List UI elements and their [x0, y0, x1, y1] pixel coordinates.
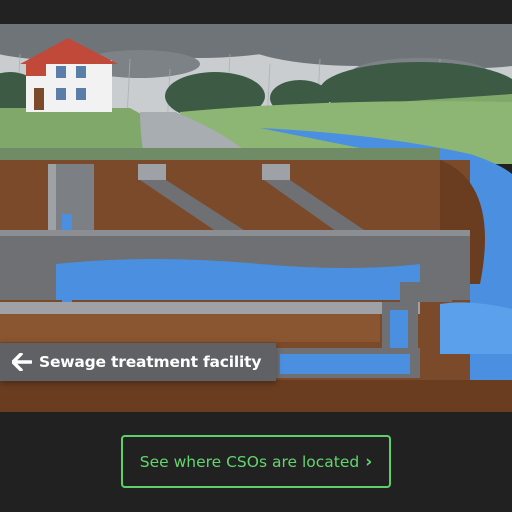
- cso-button-label: See where CSOs are located: [139, 452, 360, 471]
- facility-label-text: Sewage treatment facility: [39, 353, 262, 371]
- see-cso-locations-button[interactable]: See where CSOs are located ›: [121, 435, 391, 488]
- sewage-treatment-facility-label: Sewage treatment facility: [0, 343, 276, 381]
- arrow-left-icon: [12, 352, 32, 372]
- top-bar: [0, 0, 512, 24]
- outfall-pipe: [400, 282, 452, 302]
- sewage-flow: [56, 259, 420, 300]
- chevron-right-icon: ›: [365, 451, 373, 472]
- bottom-panel: [0, 412, 512, 512]
- inlet-pipes: [138, 164, 370, 234]
- house-illustration: [20, 38, 118, 112]
